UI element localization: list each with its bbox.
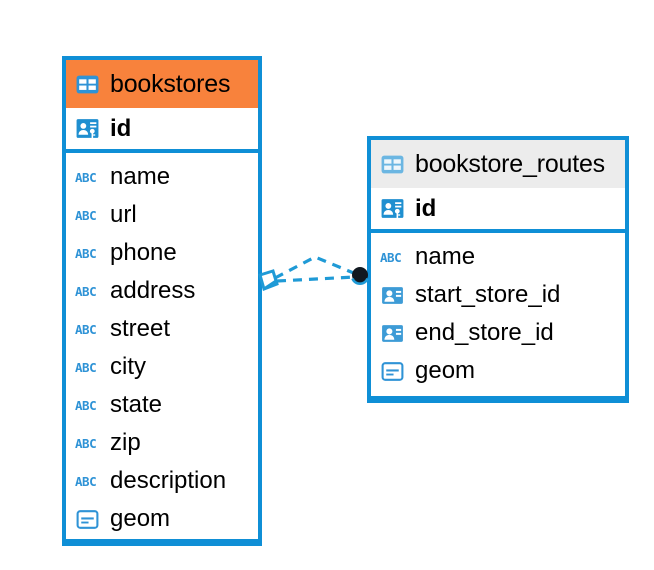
text-type-icon: ABC <box>75 320 100 338</box>
text-type-icon: ABC <box>75 396 100 414</box>
svg-text:ABC: ABC <box>75 398 96 413</box>
column-label: end_store_id <box>415 319 554 346</box>
primary-key-row[interactable]: id <box>371 188 625 233</box>
entity-title: bookstore_routes <box>415 149 605 178</box>
geometry-type-icon <box>75 507 100 532</box>
entity-title: bookstores <box>110 69 231 98</box>
column-row[interactable]: start_store_id <box>371 276 625 314</box>
column-label: phone <box>110 239 177 266</box>
svg-text:ABC: ABC <box>75 322 96 337</box>
table-grid-icon <box>380 152 405 177</box>
column-row[interactable]: geom <box>66 500 258 538</box>
column-row[interactable]: ABC phone <box>66 234 258 272</box>
column-label: street <box>110 315 171 342</box>
column-label: name <box>415 243 476 270</box>
column-row[interactable]: ABC address <box>66 272 258 310</box>
text-type-icon: ABC <box>75 206 100 224</box>
entity-header-bookstores[interactable]: bookstores <box>66 60 258 108</box>
text-type-icon: ABC <box>75 244 100 262</box>
text-type-icon: ABC <box>75 358 100 376</box>
crows-foot-many-marker <box>258 269 279 291</box>
relationship-line-straight <box>276 275 356 283</box>
column-label: start_store_id <box>415 281 561 308</box>
foreign-key-icon <box>380 283 405 308</box>
column-label: city <box>110 353 146 380</box>
primary-key-icon <box>380 196 405 221</box>
svg-text:ABC: ABC <box>75 284 96 299</box>
svg-text:ABC: ABC <box>380 250 401 265</box>
text-type-icon: ABC <box>75 434 100 452</box>
column-label: geom <box>110 505 171 532</box>
column-label: zip <box>110 429 141 456</box>
column-row[interactable]: ABC state <box>66 386 258 424</box>
foreign-key-icon <box>380 321 405 346</box>
text-type-icon: ABC <box>75 168 100 186</box>
text-type-icon: ABC <box>75 282 100 300</box>
column-label: address <box>110 277 196 304</box>
filled-circle-one-marker <box>351 267 369 285</box>
column-row[interactable]: ABC street <box>66 310 258 348</box>
entity-table-bookstore-routes[interactable]: bookstore_routes id <box>367 136 629 403</box>
column-label: url <box>110 201 137 228</box>
column-list-bookstore-routes: ABC name start_store_id <box>371 233 625 393</box>
text-type-icon: ABC <box>380 248 405 266</box>
svg-text:ABC: ABC <box>75 208 96 223</box>
column-row[interactable]: end_store_id <box>371 314 625 352</box>
entity-table-bookstores[interactable]: bookstores id <box>62 56 262 546</box>
table-grid-icon <box>75 72 100 97</box>
column-row[interactable]: geom <box>371 352 625 390</box>
svg-text:ABC: ABC <box>75 474 96 489</box>
primary-key-icon <box>75 116 100 141</box>
primary-key-row[interactable]: id <box>66 108 258 153</box>
column-list-bookstores: ABC name ABC url ABC p <box>66 153 258 541</box>
column-row[interactable]: ABC name <box>371 238 625 276</box>
svg-text:ABC: ABC <box>75 246 96 261</box>
text-type-icon: ABC <box>75 472 100 490</box>
svg-text:ABC: ABC <box>75 360 96 375</box>
geometry-type-icon <box>380 359 405 384</box>
column-row[interactable]: ABC url <box>66 196 258 234</box>
relationship-line-branch <box>274 255 357 280</box>
column-label: geom <box>415 357 476 384</box>
svg-text:ABC: ABC <box>75 170 96 185</box>
entity-header-bookstore-routes[interactable]: bookstore_routes <box>371 140 625 188</box>
column-row[interactable]: ABC zip <box>66 424 258 462</box>
column-row[interactable]: ABC description <box>66 462 258 500</box>
column-label: name <box>110 163 171 190</box>
primary-key-label: id <box>415 194 437 222</box>
column-row[interactable]: ABC city <box>66 348 258 386</box>
column-label: description <box>110 467 227 494</box>
column-row[interactable]: ABC name <box>66 158 258 196</box>
column-label: state <box>110 391 163 418</box>
svg-text:ABC: ABC <box>75 436 96 451</box>
relationship-connector[interactable] <box>255 245 385 315</box>
primary-key-label: id <box>110 114 132 142</box>
